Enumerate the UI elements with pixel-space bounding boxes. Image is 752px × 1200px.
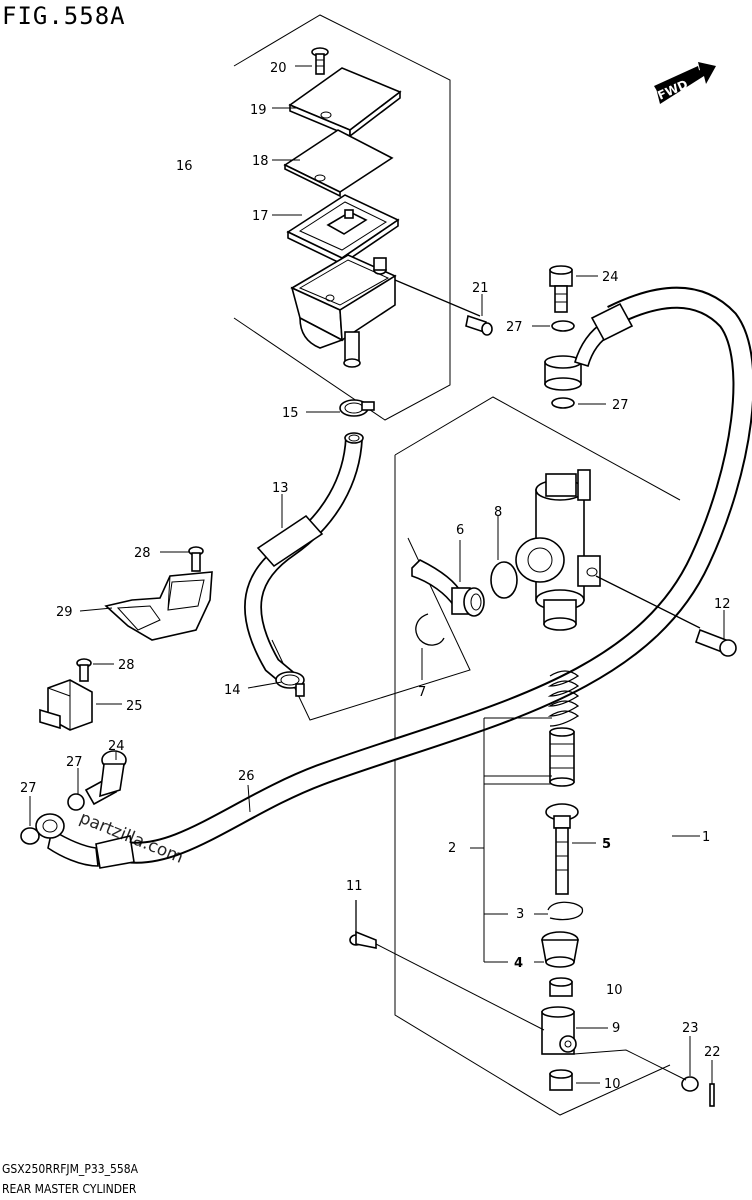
- callout-23: 23: [682, 1021, 699, 1036]
- callout-17: 17: [252, 209, 269, 224]
- part-25-block: [39, 679, 93, 731]
- figure-title: FIG.558A: [2, 2, 126, 30]
- callout-24-lower: 24: [108, 739, 125, 754]
- part-1-master-cylinder-body: [515, 469, 601, 631]
- callout-labels: 1 2 3 4 5 6 7 8 9 10 10 11 12 13 14 15 1…: [20, 61, 731, 1092]
- part-9-clevis: [541, 1006, 577, 1055]
- callout-6: 6: [456, 523, 464, 538]
- piston-spring: [547, 670, 580, 727]
- figure-name: REAR MASTER CYLINDER: [2, 1182, 137, 1196]
- part-12-bolt: [595, 575, 737, 657]
- part-23-washer: [681, 1076, 699, 1092]
- part-4-boot: [541, 931, 579, 968]
- part-10-nut-upper: [549, 977, 573, 997]
- callout-3: 3: [516, 907, 524, 922]
- fwd-arrow-icon: FWD: [654, 62, 716, 104]
- callout-28-lower: 28: [118, 658, 135, 673]
- part-28-screw-upper: [188, 546, 204, 572]
- part-27-washer-lower: [67, 793, 85, 811]
- piston-assembly: [549, 727, 575, 787]
- callout-28-upper: 28: [134, 546, 151, 561]
- callout-29: 29: [56, 605, 73, 620]
- part-7-circlip: [415, 613, 445, 646]
- callout-26: 26: [238, 769, 255, 784]
- callout-10-upper: 10: [606, 983, 623, 998]
- callout-18: 18: [252, 154, 269, 169]
- part-13-reservoir-hose: [244, 432, 364, 687]
- callout-24-upper: 24: [602, 270, 619, 285]
- callout-1: 1: [702, 830, 710, 845]
- callout-4: 4: [514, 956, 523, 971]
- callout-27-middle: 27: [612, 398, 629, 413]
- callout-11: 11: [346, 879, 363, 894]
- callout-19: 19: [250, 103, 267, 118]
- part-11-pin: [349, 900, 545, 1031]
- callout-5: 5: [602, 837, 611, 852]
- part-14-hose-clamp: [275, 671, 305, 697]
- part-3-circlip: [547, 901, 584, 921]
- part-19-reservoir-cap: [288, 67, 402, 138]
- part-22-cotter-pin: [709, 1083, 715, 1107]
- part-24-union-bolt-lower: [84, 750, 127, 806]
- part-10-nut-lower: [549, 1069, 573, 1091]
- callout-15: 15: [282, 406, 299, 421]
- hose-banjo-fitting-lower: [35, 813, 99, 867]
- callout-27-lower: 27: [66, 755, 83, 770]
- leader-lines: [29, 65, 725, 1084]
- part-29-bracket: [104, 571, 213, 641]
- callout-9: 9: [612, 1021, 620, 1036]
- part-27-washer-lower-left: [20, 827, 40, 845]
- callout-14: 14: [224, 683, 241, 698]
- part-27-washer-upper: [551, 320, 575, 332]
- part-26-brake-hose: [95, 286, 752, 869]
- callout-21: 21: [472, 281, 489, 296]
- callout-27-upper: 27: [506, 320, 523, 335]
- part-27-washer-middle: [551, 397, 575, 409]
- part-6-hose-joint: [411, 559, 485, 617]
- callout-7: 7: [418, 685, 426, 700]
- callout-20: 20: [270, 61, 287, 76]
- part-8-o-ring: [490, 561, 518, 599]
- callout-25: 25: [126, 699, 143, 714]
- callout-22: 22: [704, 1045, 721, 1060]
- part-20-screw: [311, 47, 329, 75]
- callout-10-lower: 10: [604, 1077, 621, 1092]
- callout-13: 13: [272, 481, 289, 496]
- part-5-pushrod: [545, 803, 579, 895]
- part-21-screw: [394, 279, 493, 336]
- callout-8: 8: [494, 505, 502, 520]
- callout-12: 12: [714, 597, 731, 612]
- part-16-reservoir-body: [290, 254, 397, 368]
- master-cylinder-group-frame: [394, 396, 681, 1116]
- hose-banjo-fitting-upper: [544, 320, 614, 391]
- part-17-diaphragm: [286, 194, 400, 266]
- part-15-hose-clamp: [339, 399, 375, 417]
- part-28-screw-lower: [76, 658, 92, 682]
- callout-16: 16: [176, 159, 193, 174]
- part-24-union-bolt-upper: [549, 265, 573, 313]
- callout-27-lower-left: 27: [20, 781, 37, 796]
- figure-code: GSX250RRFJM_P33_558A: [2, 1162, 138, 1176]
- part-18-plate: [283, 129, 394, 198]
- callout-2: 2: [448, 841, 456, 856]
